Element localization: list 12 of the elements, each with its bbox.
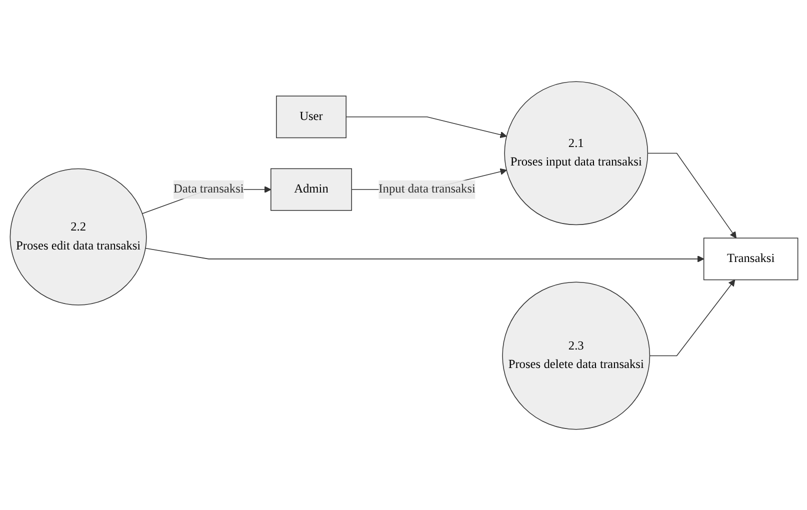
node-circle: 2.3 Proses delete data transaksi [502,281,650,430]
node-circle: 2.1 Proses input data transaksi [504,80,648,225]
arrow [144,247,704,262]
node-box: User [276,95,346,138]
node-box: Transaksi [702,237,798,280]
edge-label: Data transaksi [172,182,244,196]
arrow [648,279,735,356]
arrow [646,152,736,238]
node-box: Admin [270,168,352,210]
node-circle: 2.2 Proses edit data transaksi [9,168,146,305]
arrow [345,116,506,138]
edge-label: Input data transaksi [378,182,475,196]
